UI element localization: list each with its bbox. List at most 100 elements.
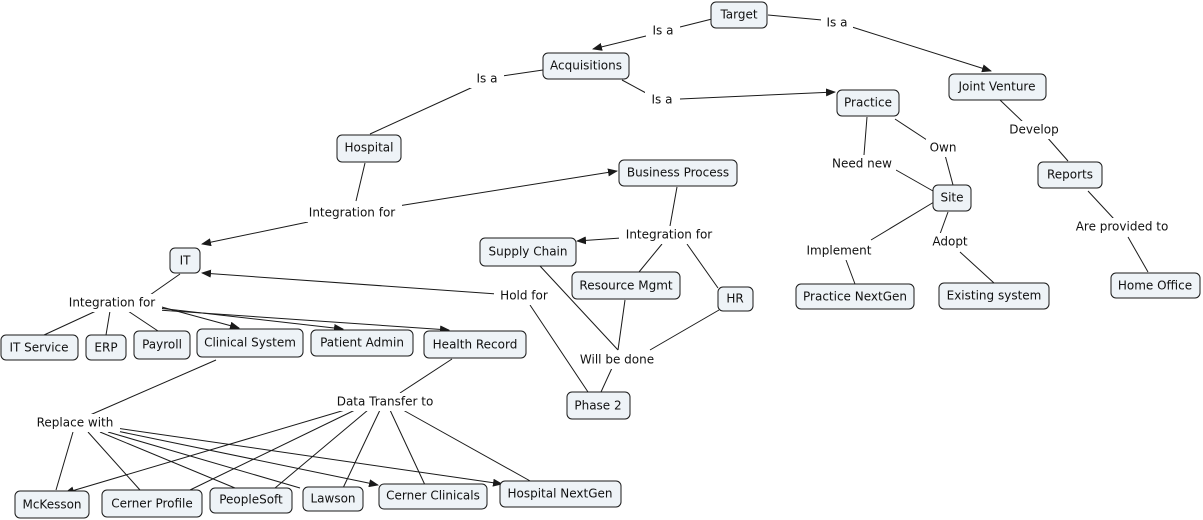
edge-hr-willbedone [649, 309, 720, 351]
concept-hospital-nextgen[interactable]: Hospital NextGen [499, 480, 622, 508]
edge-reports-provided [1087, 190, 1115, 220]
svg-text:Joint Venture: Joint Venture [958, 80, 1036, 94]
concept-mckesson[interactable]: McKesson [14, 490, 90, 519]
svg-text:Reports: Reports [1047, 168, 1093, 182]
svg-text:IT: IT [180, 254, 192, 268]
edge-integration-bp [397, 168, 618, 207]
concept-joint-venture[interactable]: Joint Venture [948, 73, 1047, 101]
edge-isa4-practice [679, 88, 836, 100]
concept-supply-chain[interactable]: Supply Chain [479, 237, 577, 267]
svg-text:Lawson: Lawson [310, 492, 355, 506]
concept-reports[interactable]: Reports [1037, 161, 1103, 189]
concept-health-record[interactable]: Health Record [423, 330, 527, 359]
concept-home-office[interactable]: Home Office [1110, 272, 1201, 299]
concept-phase-2[interactable]: Phase 2 [566, 391, 631, 420]
edge-datatransfer-cernerprofile [189, 409, 356, 491]
concept-business-process[interactable]: Business Process [618, 159, 738, 187]
edge-integration-hr [686, 243, 719, 289]
edge-isa2-jointventure [851, 26, 992, 73]
edge-acq-isa3 [501, 69, 544, 77]
edge-neednew-site [895, 169, 934, 192]
edge-implement-practicenextgen [845, 259, 856, 285]
edge-replace-mckesson [55, 431, 74, 491]
edge-hospital-integration [355, 162, 366, 202]
concept-existing-system[interactable]: Existing system [938, 282, 1050, 310]
svg-text:Is a: Is a [652, 93, 673, 107]
svg-text:Resource Mgmt: Resource Mgmt [579, 279, 673, 293]
link-data-transfer-to: Data Transfer to [330, 393, 440, 411]
concept-cerner-clinicals[interactable]: Cerner Clinicals [378, 483, 488, 510]
edge-clinical-replacewith [89, 359, 217, 416]
svg-text:Phase 2: Phase 2 [574, 399, 621, 413]
concept-resource-mgmt[interactable]: Resource Mgmt [571, 271, 681, 300]
svg-text:Adopt: Adopt [932, 235, 968, 249]
svg-text:Develop: Develop [1009, 123, 1058, 137]
svg-text:Payroll: Payroll [142, 338, 182, 352]
edge-jv-develop [999, 99, 1026, 125]
edge-datatransfer-cernerclinicals [389, 409, 426, 486]
svg-text:ERP: ERP [94, 341, 117, 355]
link-hold-for: Hold for [494, 287, 554, 305]
edge-integration-it [201, 221, 309, 247]
link-adopt: Adopt [928, 233, 972, 251]
edge-integration-erp [105, 310, 111, 336]
concept-lawson[interactable]: Lawson [302, 486, 364, 512]
svg-text:Supply Chain: Supply Chain [489, 245, 568, 259]
svg-text:Integration for: Integration for [626, 228, 713, 242]
edge-phase2-holdfor [529, 304, 589, 393]
link-will-be-done: Will be done [575, 351, 659, 369]
link-is-a-target-acquisitions: Is a [646, 22, 680, 40]
edge-datatransfer-hospitalnextgen [402, 409, 533, 483]
edge-replace-hospitalnextgen [115, 427, 503, 487]
link-are-provided-to: Are provided to [1070, 218, 1174, 236]
concept-target[interactable]: Target [710, 1, 768, 29]
concept-hospital[interactable]: Hospital [336, 134, 402, 163]
concept-practice-nextgen[interactable]: Practice NextGen [795, 283, 915, 310]
edge-holdfor-it [201, 269, 498, 295]
svg-text:Home Office: Home Office [1118, 279, 1192, 293]
concept-clinical-system[interactable]: Clinical System [196, 328, 304, 358]
concept-hr[interactable]: HR [717, 286, 754, 312]
edge-own-site [944, 154, 954, 186]
svg-text:Health Record: Health Record [433, 338, 518, 352]
edge-site-implement [870, 201, 935, 241]
svg-text:Own: Own [930, 141, 957, 155]
svg-text:Practice NextGen: Practice NextGen [803, 290, 907, 304]
edge-site-adopt [939, 211, 949, 235]
concept-it[interactable]: IT [169, 247, 201, 274]
edge-replace-peoplesoft [99, 431, 236, 489]
concept-practice[interactable]: Practice [836, 89, 900, 117]
concept-payroll[interactable]: Payroll [133, 330, 191, 360]
svg-text:Target: Target [719, 8, 757, 22]
svg-text:Integration for: Integration for [69, 296, 156, 310]
edge-isa3-hospital [369, 86, 474, 135]
concept-cerner-profile[interactable]: Cerner Profile [101, 489, 203, 518]
edge-willbedone-phase2 [600, 367, 613, 393]
svg-text:Cerner Profile: Cerner Profile [111, 497, 193, 511]
concept-peoplesoft[interactable]: PeopleSoft [209, 487, 293, 514]
edge-develop-reports [1045, 135, 1069, 162]
concept-it-service[interactable]: IT Service [0, 334, 79, 361]
svg-text:Data Transfer to: Data Transfer to [337, 395, 434, 409]
concept-erp[interactable]: ERP [85, 334, 127, 361]
svg-text:Business Process: Business Process [627, 166, 729, 180]
link-develop: Develop [1005, 121, 1063, 139]
concept-acquisitions[interactable]: Acquisitions [542, 52, 630, 80]
concept-patient-admin[interactable]: Patient Admin [310, 329, 414, 357]
concept-site[interactable]: Site [932, 184, 972, 212]
edge-isa1-acquisitions [592, 35, 647, 51]
edge-healthrecord-datatransfer [399, 358, 453, 394]
edge-provided-homeoffice [1127, 236, 1149, 273]
edge-integration-itservice [43, 310, 97, 336]
edge-acq-isa4 [621, 79, 647, 94]
edge-datatransfer-peoplesoft [274, 409, 369, 489]
link-integration-for-it: Integration for [62, 294, 162, 312]
link-integration-for-business-process: Integration for [619, 226, 719, 244]
edge-replace-cernerprofile [87, 431, 141, 491]
edge-replace-cernerclinicals [111, 429, 379, 488]
svg-text:Hospital NextGen: Hospital NextGen [507, 487, 612, 501]
edge-replace-lawson [107, 431, 301, 489]
svg-text:PeopleSoft: PeopleSoft [219, 493, 283, 507]
edge-practice-own [894, 118, 931, 143]
